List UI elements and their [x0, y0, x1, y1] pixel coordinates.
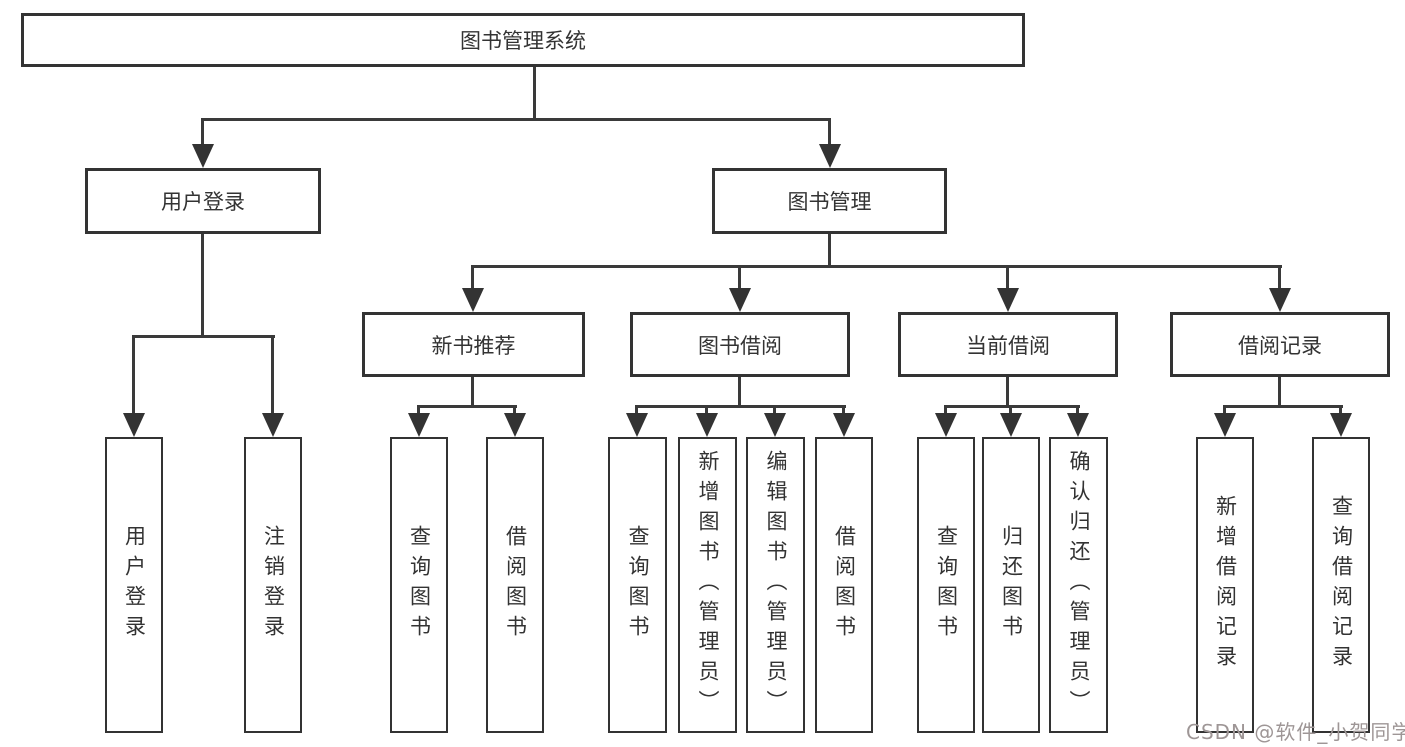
node-label: 图书管理 [787, 190, 872, 214]
arrowhead-down-icon [935, 413, 957, 437]
connector-vline [1076, 405, 1079, 417]
arrowhead-down-icon [408, 413, 430, 437]
arrowhead-down-icon [504, 413, 526, 437]
arrowhead-down-icon [833, 413, 855, 437]
node-book-borrow: 图书借阅 [630, 312, 850, 377]
node-label: 新书推荐 [431, 333, 516, 358]
connector-vline [201, 118, 204, 146]
leaf-query-books-recommend: 查询图书 [390, 437, 448, 733]
arrowhead-down-icon [1269, 288, 1291, 312]
csdn-watermark: CSDN @软件_小贺同学 [1186, 720, 1405, 744]
connector-hline [1223, 405, 1343, 408]
connector-vline [635, 405, 638, 417]
leaf-label: 借阅图书 [503, 525, 528, 645]
leaf-label: 用户登录 [122, 525, 147, 645]
arrowhead-down-icon [1067, 413, 1089, 437]
connector-vline [533, 67, 536, 120]
node-library-system: 图书管理系统 [21, 13, 1025, 67]
connector-vline [944, 405, 947, 417]
leaf-label: 借阅图书 [832, 525, 857, 645]
arrowhead-down-icon [1000, 413, 1022, 437]
connector-vline [828, 118, 831, 146]
node-borrow-records: 借阅记录 [1170, 312, 1390, 377]
node-label: 用户登录 [161, 190, 245, 214]
leaf-label: 新增借阅记录 [1213, 495, 1238, 675]
connector-vline [271, 335, 274, 415]
connector-hline [132, 335, 275, 338]
leaf-add-book-admin: 新增图书（管理员） [678, 437, 737, 733]
leaf-label: 确认归还（管理员） [1067, 450, 1091, 720]
leaf-return-book: 归还图书 [982, 437, 1040, 733]
connector-vline [201, 234, 204, 338]
connector-vline [1339, 405, 1342, 417]
arrowhead-down-icon [123, 413, 145, 437]
node-book-management: 图书管理 [712, 168, 947, 234]
connector-vline [513, 405, 516, 417]
arrowhead-down-icon [626, 413, 648, 437]
connector-hline [417, 405, 517, 408]
leaf-label: 注销登录 [261, 525, 286, 645]
node-label: 当前借阅 [966, 333, 1050, 358]
arrowhead-down-icon [997, 288, 1019, 312]
leaf-label: 归还图书 [999, 525, 1024, 645]
connector-vline [773, 405, 776, 417]
connector-vline [828, 234, 831, 268]
leaf-query-books-current: 查询图书 [917, 437, 975, 733]
arrowhead-down-icon [192, 144, 214, 168]
node-label: 图书借阅 [698, 333, 782, 358]
connector-vline [471, 377, 474, 408]
connector-hline [471, 265, 1282, 268]
leaf-user-login: 用户登录 [105, 437, 163, 733]
leaf-label: 查询借阅记录 [1329, 495, 1354, 675]
arrowhead-down-icon [462, 288, 484, 312]
connector-vline [471, 265, 474, 292]
arrowhead-down-icon [819, 144, 841, 168]
leaf-logout: 注销登录 [244, 437, 302, 733]
node-user-login: 用户登录 [85, 168, 321, 234]
connector-vline [417, 405, 420, 417]
leaf-edit-book-admin: 编辑图书（管理员） [746, 437, 805, 733]
node-label: 图书管理系统 [460, 29, 586, 53]
connector-vline [738, 265, 741, 292]
leaf-label: 查询图书 [934, 525, 959, 645]
leaf-add-borrow-record: 新增借阅记录 [1196, 437, 1254, 733]
arrowhead-down-icon [729, 288, 751, 312]
leaf-borrow-books-recommend: 借阅图书 [486, 437, 544, 733]
connector-vline [738, 377, 741, 408]
connector-hline [635, 405, 846, 408]
connector-vline [1278, 377, 1281, 408]
connector-vline [1223, 405, 1226, 417]
leaf-label: 查询图书 [407, 525, 432, 645]
leaf-label: 新增图书（管理员） [696, 450, 720, 720]
connector-vline [132, 335, 135, 415]
leaf-label: 查询图书 [626, 525, 650, 645]
leaf-borrow-books: 借阅图书 [815, 437, 873, 733]
connector-vline [1006, 377, 1009, 408]
connector-hline [944, 405, 1080, 408]
connector-vline [1278, 265, 1281, 292]
connector-vline [705, 405, 708, 417]
node-new-book-recommend: 新书推荐 [362, 312, 585, 377]
arrowhead-down-icon [696, 413, 718, 437]
leaf-query-books-borrow: 查询图书 [608, 437, 667, 733]
arrowhead-down-icon [1214, 413, 1236, 437]
leaf-label: 编辑图书（管理员） [764, 450, 788, 720]
leaf-query-borrow-record: 查询借阅记录 [1312, 437, 1370, 733]
connector-hline [201, 118, 831, 121]
arrowhead-down-icon [764, 413, 786, 437]
connector-vline [1009, 405, 1012, 417]
arrowhead-down-icon [1330, 413, 1352, 437]
leaf-confirm-return-admin: 确认归还（管理员） [1049, 437, 1108, 733]
connector-vline [842, 405, 845, 417]
node-current-borrow: 当前借阅 [898, 312, 1118, 377]
arrowhead-down-icon [262, 413, 284, 437]
connector-vline [1006, 265, 1009, 292]
node-label: 借阅记录 [1238, 333, 1322, 358]
